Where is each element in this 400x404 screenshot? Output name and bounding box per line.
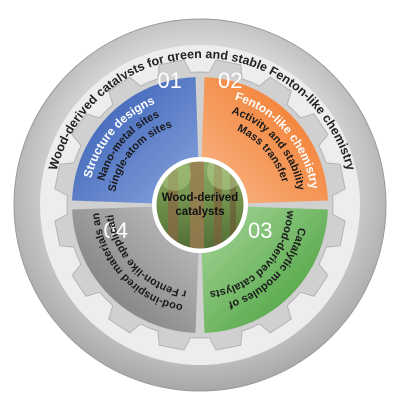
quadrant-2-number: 02	[218, 68, 242, 93]
quadrant-4-number: 04	[104, 218, 128, 243]
quadrant-3-sector	[201, 206, 328, 333]
quadrant-1-number: 01	[158, 68, 182, 93]
quadrant-1-sector	[72, 77, 199, 204]
quadrant-2-sector	[201, 77, 328, 204]
center-label-line1: Wood-derived	[162, 192, 238, 204]
center-label-line2: catalysts	[175, 206, 224, 218]
center-hub	[152, 157, 248, 253]
quadrant-4-sector	[72, 206, 199, 333]
quadrant-3-number: 03	[248, 218, 272, 243]
